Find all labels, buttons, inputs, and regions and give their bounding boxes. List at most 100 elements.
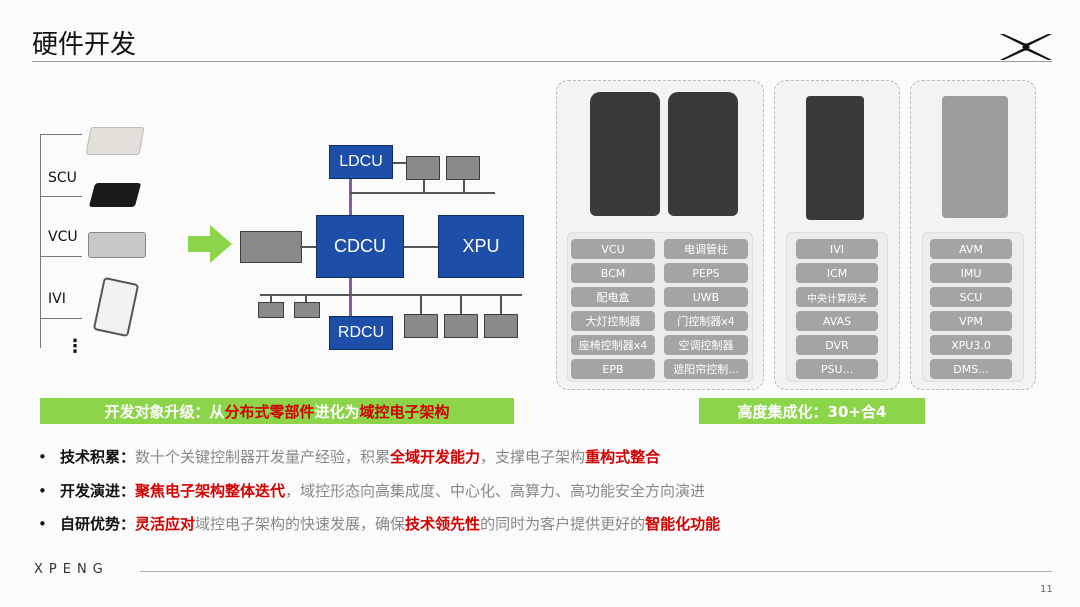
chip-dvr: DVR bbox=[796, 335, 878, 355]
page-number: 11 bbox=[1040, 584, 1053, 595]
chip-seat: 座椅控制器x4 bbox=[571, 335, 655, 355]
cdcu-xpu-link bbox=[402, 246, 438, 248]
device-tree-line bbox=[40, 134, 41, 348]
tree-branch bbox=[40, 256, 82, 257]
bullet-text: ，支撑电子架构 bbox=[480, 448, 586, 466]
bullet-text: 的同时为客户提供更好的 bbox=[480, 515, 646, 533]
ecu-box bbox=[404, 314, 438, 338]
more-devices-ellipsis: ⋮ bbox=[66, 336, 84, 357]
chip-headlamp: 大灯控制器 bbox=[571, 311, 655, 331]
ecu-box bbox=[406, 156, 440, 180]
bullet-text: 域控电子架构的快速发展，确保 bbox=[195, 515, 406, 533]
bullet-tech-accumulation: • 技术积累：数十个关键控制器开发量产经验，积累全域开发能力，支撑电子架构重构式整… bbox=[38, 446, 660, 467]
drop-line bbox=[500, 294, 502, 314]
chip-sunshade: 遮阳帘控制... bbox=[664, 359, 748, 379]
chip-hvac: 空调控制器 bbox=[664, 335, 748, 355]
chip-epb: EPB bbox=[571, 359, 655, 379]
xpeng-logo-icon bbox=[1000, 34, 1052, 60]
device-label-scu: SCU bbox=[48, 170, 77, 186]
device-label-vcu: VCU bbox=[48, 229, 78, 245]
bullet-highlight: 智能化功能 bbox=[645, 515, 721, 533]
device-image-vcu bbox=[88, 232, 146, 258]
chip-vpm: VPM bbox=[930, 311, 1012, 331]
ecu-box bbox=[446, 156, 480, 180]
drop-line bbox=[420, 294, 422, 314]
chip-scu: SCU bbox=[930, 287, 1012, 307]
tree-branch bbox=[40, 196, 82, 197]
chip-column: 电调管柱 bbox=[664, 239, 748, 259]
banner-mid: 进化为 bbox=[314, 402, 360, 421]
lower-right-bus bbox=[350, 294, 522, 296]
device-image-1 bbox=[85, 127, 145, 155]
xpu-block: XPU bbox=[438, 215, 524, 278]
controller-image-right bbox=[668, 92, 738, 216]
bullet-head: 自研优势： bbox=[60, 515, 136, 533]
chip-imu: IMU bbox=[930, 263, 1012, 283]
ldcu-link bbox=[391, 162, 406, 164]
bullet-highlight: 全域开发能力 bbox=[390, 448, 481, 466]
controller-image-mid bbox=[806, 96, 864, 220]
drop-line bbox=[305, 294, 307, 302]
chip-uwb: UWB bbox=[664, 287, 748, 307]
bullet-highlight: 重构式整合 bbox=[585, 448, 661, 466]
chip-pdu: 配电盒 bbox=[571, 287, 655, 307]
chip-peps: PEPS bbox=[664, 263, 748, 283]
chip-gateway: 中央计算网关 bbox=[796, 287, 878, 307]
external-module bbox=[240, 231, 302, 263]
bullet-dot: • bbox=[38, 482, 47, 500]
banner-highlight-1: 分布式零部件 bbox=[224, 402, 315, 421]
drop-line bbox=[270, 294, 272, 302]
arrow-right-icon bbox=[188, 225, 232, 263]
footer-brand: XPENG bbox=[34, 562, 109, 577]
chip-psu: PSU... bbox=[796, 359, 878, 379]
banner-highlight-2: 域控电子架构 bbox=[359, 402, 450, 421]
footer-divider bbox=[140, 571, 1052, 572]
bullet-highlight: 聚焦电子架构整体迭代 bbox=[135, 482, 286, 500]
bus-line-rdcu bbox=[349, 276, 352, 316]
bullet-text: 数十个关键控制器开发量产经验，积累 bbox=[135, 448, 391, 466]
ecu-box bbox=[258, 302, 284, 318]
bullet-highlight: 技术领先性 bbox=[405, 515, 481, 533]
device-image-ivi bbox=[92, 276, 140, 338]
upper-bus bbox=[350, 192, 495, 194]
chip-avas: AVAS bbox=[796, 311, 878, 331]
connector-line bbox=[300, 246, 318, 248]
bullet-head: 技术积累： bbox=[60, 448, 136, 466]
chip-ivi: IVI bbox=[796, 239, 878, 259]
device-label-ivi: IVI bbox=[48, 291, 66, 307]
bullet-highlight: 灵活应对 bbox=[135, 515, 196, 533]
integration-banner: 高度集成化：30+合4 bbox=[699, 398, 925, 424]
controller-image-left bbox=[590, 92, 660, 216]
chip-avm: AVM bbox=[930, 239, 1012, 259]
bullet-dev-evolution: • 开发演进：聚焦电子架构整体迭代，域控形态向高集成度、中心化、高算力、高功能安全… bbox=[38, 480, 705, 501]
rdcu-block: RDCU bbox=[329, 316, 393, 350]
title-divider bbox=[32, 61, 1052, 62]
ecu-box bbox=[294, 302, 320, 318]
ecu-box bbox=[444, 314, 478, 338]
drop-line bbox=[460, 294, 462, 314]
drop-line bbox=[463, 178, 465, 192]
chip-dms: DMS... bbox=[930, 359, 1012, 379]
chip-door: 门控制器x4 bbox=[664, 311, 748, 331]
tree-branch bbox=[40, 318, 82, 319]
chip-vcu: VCU bbox=[571, 239, 655, 259]
bullet-head: 开发演进： bbox=[60, 482, 136, 500]
bullet-self-dev: • 自研优势：灵活应对域控电子架构的快速发展，确保技术领先性的同时为客户提供更好的… bbox=[38, 513, 720, 534]
bus-line-ldcu bbox=[349, 177, 352, 215]
chip-bcm: BCM bbox=[571, 263, 655, 283]
device-image-scu bbox=[88, 183, 142, 207]
page-title: 硬件开发 bbox=[32, 30, 137, 60]
chip-xpu3: XPU3.0 bbox=[930, 335, 1012, 355]
drop-line bbox=[423, 178, 425, 192]
controller-image-xpu bbox=[942, 96, 1008, 218]
banner-prefix: 开发对象升级：从 bbox=[104, 402, 225, 421]
cdcu-block: CDCU bbox=[316, 215, 404, 278]
ecu-box bbox=[484, 314, 518, 338]
bullet-dot: • bbox=[38, 515, 47, 533]
ldcu-block: LDCU bbox=[329, 145, 393, 179]
integration-banner-text: 高度集成化：30+合4 bbox=[737, 402, 887, 421]
upgrade-banner: 开发对象升级：从分布式零部件进化为域控电子架构 bbox=[40, 398, 514, 424]
tree-branch bbox=[40, 134, 82, 135]
bullet-text: ，域控形态向高集成度、中心化、高算力、高功能安全方向演进 bbox=[285, 482, 706, 500]
bullet-dot: • bbox=[38, 448, 47, 466]
